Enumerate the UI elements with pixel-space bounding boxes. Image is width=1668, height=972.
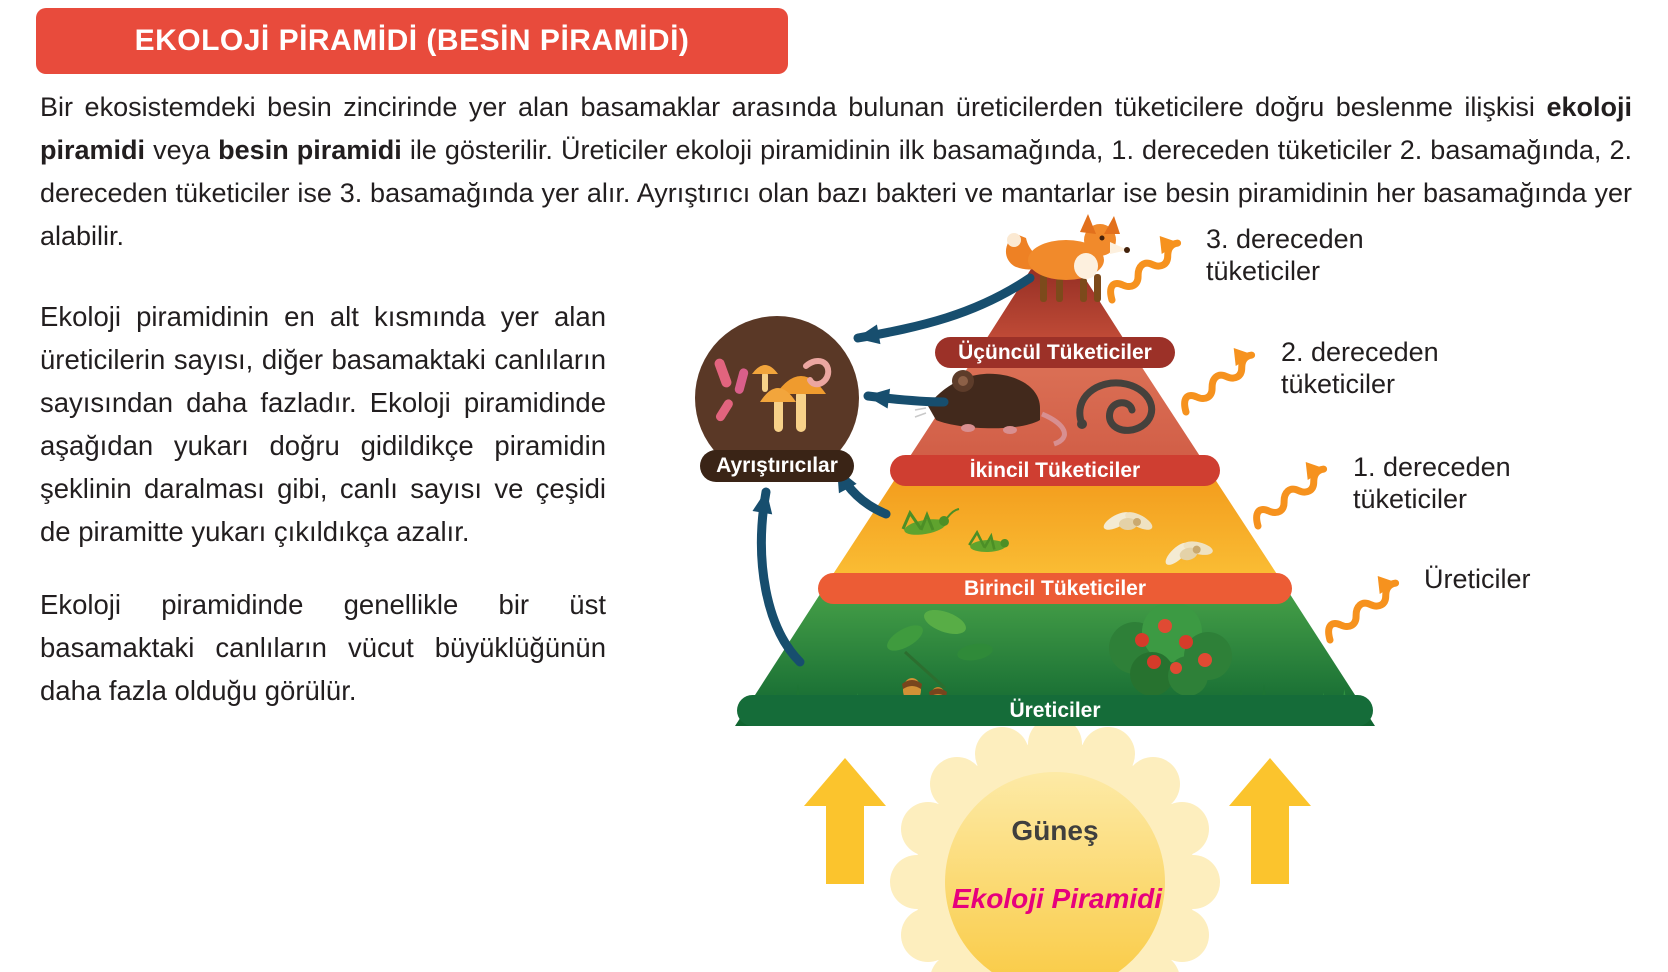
millipede-icon (1076, 379, 1156, 434)
decomposers-label-bar (700, 450, 854, 482)
bar-secondary (890, 455, 1220, 486)
bacteria-icon (714, 358, 749, 422)
band-tertiary (978, 258, 1132, 352)
side-label-tertiary-line2: tüketiciler (1206, 256, 1320, 286)
grasshopper-icon (901, 508, 960, 535)
side-label-tertiary-line1: 3. dereceden (1206, 224, 1364, 254)
side-label-producers-line1: Üreticiler (1424, 564, 1531, 594)
section-title: EKOLOJİ PİRAMİDİ (BESİN PİRAMİDİ) (134, 24, 690, 57)
berry-bush-icon (1109, 602, 1232, 696)
grasshopper-icon (968, 529, 1009, 552)
leaf-icon (887, 609, 993, 690)
band-producers (735, 588, 1375, 726)
section-title-badge: EKOLOJİ PİRAMİDİ (BESİN PİRAMİDİ) (36, 8, 788, 74)
side-label-primary-line2: tüketiciler (1353, 484, 1467, 514)
energy-up-arrow-left (804, 758, 886, 884)
bar-primary (818, 573, 1292, 604)
intro-text-3: ile gösterilir. Üreticiler ekoloji piram… (40, 135, 1632, 251)
intro-bold-1: ekoloji piramidi (40, 92, 1632, 165)
fly-icon (1165, 541, 1213, 565)
mouse-icon (914, 370, 1067, 447)
side-label-secondary-line1: 2. dereceden (1281, 337, 1439, 367)
side-label-secondary-line2: tüketiciler (1281, 369, 1395, 399)
intro-paragraph: Bir ekosistemdeki besin zincirinde yer a… (40, 86, 1632, 258)
wavy-arrow-primary (1251, 468, 1330, 526)
bar-label-tertiary: Üçüncül Tüketiciler (958, 341, 1152, 364)
wavy-arrow-secondary (1179, 354, 1258, 412)
decomposers-label: Ayrıştırıcılar (716, 454, 838, 477)
intro-text-2: veya (145, 135, 219, 165)
bar-producers (737, 695, 1373, 726)
paragraph-producers: Ekoloji piramidinin en alt kısmında yer … (40, 301, 606, 547)
fox-icon (1005, 214, 1130, 302)
left-column: Ekoloji piramidinin en alt kısmında yer … (40, 295, 606, 742)
wavy-arrow-producers (1323, 582, 1402, 640)
mushroom-icon (752, 365, 826, 432)
sun-icon: Güneş (890, 717, 1220, 972)
intro-bold-2: besin piramidi (218, 135, 402, 165)
figure-caption: Ekoloji Piramidi (952, 883, 1163, 914)
energy-up-arrow-right (1229, 758, 1311, 884)
side-label-primary-line1: 1. dereceden (1353, 452, 1511, 482)
bar-label-primary: Birincil Tüketiciler (964, 577, 1146, 600)
bar-label-producers: Üreticiler (1009, 699, 1100, 722)
bar-tertiary (935, 337, 1175, 368)
curved-arrow-tertiary-to-decomposers (853, 273, 1035, 345)
sun-label: Güneş (1011, 815, 1098, 846)
ecology-pyramid-diagram: Güneş (695, 214, 1531, 972)
band-primary (824, 470, 1286, 588)
paragraph-body-size: Ekoloji piramidinde genellikle bir üst b… (40, 589, 606, 706)
bar-label-secondary: İkincil Tüketiciler (970, 459, 1140, 482)
intro-text-1: Bir ekosistemdeki besin zincirinde yer a… (40, 92, 1547, 122)
curved-arrow-producers-to-decomposers (752, 487, 805, 667)
worm-icon (803, 357, 832, 388)
curved-arrow-secondary-to-decomposers (863, 388, 949, 409)
fly-icon (1103, 512, 1153, 530)
decomposers-circle: Ayrıştırıcılar (695, 316, 859, 482)
